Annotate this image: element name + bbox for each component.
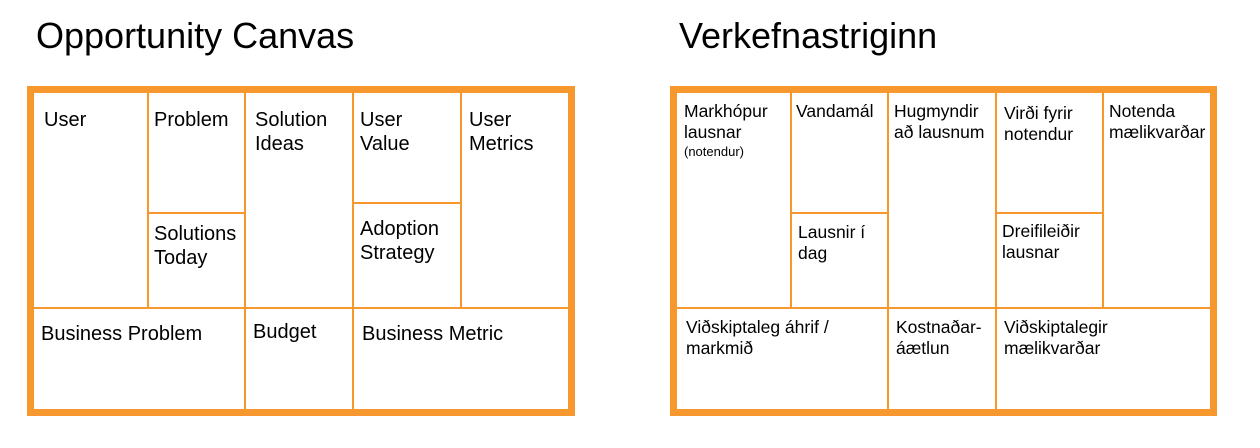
cell-label: Virði fyrir: [1004, 103, 1073, 123]
cell-label: Viðskiptalegir: [1004, 317, 1108, 337]
cell-user-metrics: User Metrics: [460, 91, 570, 309]
verkefnastriginn-title: Verkefnastriginn: [679, 15, 938, 56]
cell-label: Vandamál: [796, 101, 874, 121]
cell-sublabel: (notendur): [684, 144, 744, 159]
cell-user: User: [32, 91, 149, 309]
cell-label: Today: [154, 247, 208, 269]
cell-budget: Budget: [244, 307, 354, 411]
cell-label: áætlun: [896, 338, 950, 358]
opportunity-canvas: User Problem Solutions Today Solution Id…: [27, 86, 575, 416]
opportunity-canvas-title: Opportunity Canvas: [36, 15, 355, 56]
cell-label: User: [44, 109, 87, 131]
cell-label: Viðskiptaleg áhrif /: [686, 317, 829, 337]
cell-label: að lausnum: [894, 122, 985, 142]
cell-lausnir-i-dag: Lausnir í dag: [790, 212, 889, 309]
cell-label: Problem: [154, 109, 229, 131]
cell-solution-ideas: Solution Ideas: [244, 91, 354, 309]
cell-dreifileidir: Dreifileiðir lausnar: [995, 212, 1104, 309]
cell-label: mælikvarðar: [1109, 122, 1206, 142]
cell-label: notendur: [1004, 124, 1074, 144]
cell-label: dag: [798, 243, 828, 263]
cell-label: Solution: [255, 109, 328, 131]
cell-business-problem: Business Problem: [32, 307, 246, 411]
cell-label: Ideas: [255, 133, 304, 155]
cell-label: Value: [360, 133, 410, 155]
cell-label: Strategy: [360, 242, 435, 264]
cell-vidskiptalegir-maelikvardar: Viðskiptalegir mælikvarðar: [995, 307, 1212, 411]
cell-vandamal: Vandamál: [790, 91, 889, 214]
verkefnastriginn-canvas: Markhópur lausnar (notendur) Vandamál La…: [670, 86, 1217, 416]
cell-solutions-today: Solutions Today: [147, 212, 246, 309]
cell-label: Dreifileiðir: [1002, 221, 1080, 241]
cell-label: lausnar: [684, 122, 742, 142]
cell-label: Solutions: [154, 223, 237, 245]
cell-adoption-strategy: Adoption Strategy: [352, 202, 462, 309]
cell-label: Notenda: [1109, 101, 1176, 121]
cell-label: Kostnaðar-: [896, 317, 982, 337]
cell-label: Budget: [253, 321, 317, 343]
cell-kostnadaraaetlun: Kostnaðar- áætlun: [887, 307, 997, 411]
cell-markhopur: Markhópur lausnar (notendur): [675, 91, 792, 309]
cell-business-metric: Business Metric: [352, 307, 570, 411]
cell-notenda-maelikvardar: Notenda mælikvarðar: [1102, 91, 1212, 309]
cell-label: User: [360, 109, 403, 131]
cell-label: Adoption: [360, 218, 439, 240]
cell-label: lausnar: [1002, 242, 1060, 262]
cell-vidskiptaleg-ahrif: Viðskiptaleg áhrif / markmið: [675, 307, 889, 411]
cell-label: Metrics: [469, 133, 534, 155]
cell-label: Business Problem: [41, 323, 203, 345]
cell-label: User: [469, 109, 512, 131]
cell-label: Markhópur: [684, 101, 768, 121]
cell-problem: Problem: [147, 91, 246, 214]
cell-user-value: User Value: [352, 91, 462, 204]
cell-label: markmið: [686, 338, 754, 358]
cell-virdi-fyrir-notendur: Virði fyrir notendur: [995, 91, 1104, 214]
cell-label: mælikvarðar: [1004, 338, 1101, 358]
cell-label: Business Metric: [362, 323, 504, 345]
cell-hugmyndir: Hugmyndir að lausnum: [887, 91, 997, 309]
cell-label: Lausnir í: [798, 222, 866, 242]
cell-label: Hugmyndir: [894, 101, 979, 121]
